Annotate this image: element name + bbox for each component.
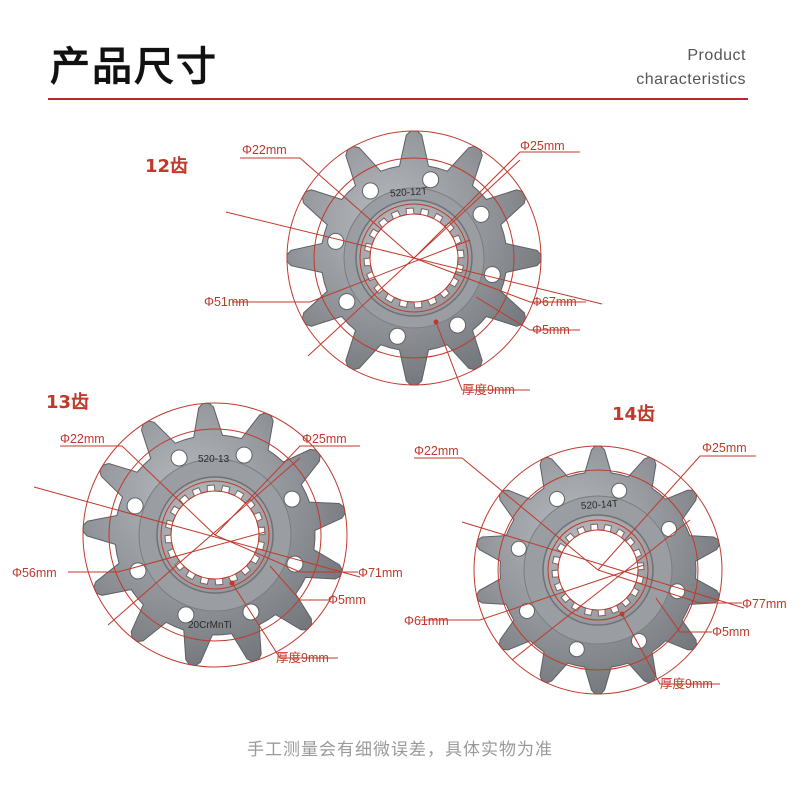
sprocket-12-bolt-holes <box>327 171 501 345</box>
dim-spline-13: Φ25mm <box>302 432 347 446</box>
dim-spline-14: Φ25mm <box>702 441 747 455</box>
dim-circle-bolt-13 <box>108 428 322 642</box>
leader-lines-14 <box>414 455 756 685</box>
dim-thickness-13: 厚度9mm <box>276 650 329 665</box>
teeth-label-12: 12齿 <box>145 155 188 177</box>
dim-circle-inner-12 <box>369 213 459 303</box>
subtitle-line-1: Product <box>687 47 746 64</box>
dim-circle-outer-13 <box>82 402 348 668</box>
leader-lines-13 <box>33 445 361 659</box>
dim-circle-outer-12 <box>286 130 542 386</box>
bolt-hole <box>669 583 686 600</box>
dim-inner-12: Φ22mm <box>242 143 287 157</box>
teeth-label-13: 13齿 <box>46 391 89 413</box>
dim-circle-bolt-14 <box>497 469 699 671</box>
dim-spline-12: Φ25mm <box>520 139 565 153</box>
bolt-hole <box>327 232 345 250</box>
dim-inner-14: Φ22mm <box>414 444 459 458</box>
bolt-hole <box>483 266 501 284</box>
dim-outer-13: Φ71mm <box>358 566 403 580</box>
bolt-hole <box>449 316 467 334</box>
dim-circle-outer-14 <box>473 445 723 695</box>
bolt-hole <box>235 446 253 464</box>
teeth-label-14: 14齿 <box>612 403 655 425</box>
bolt-hole <box>510 540 527 557</box>
sprocket-12-stamp: 520-12T <box>390 186 428 200</box>
thickness-marker-14 <box>619 611 625 617</box>
sprocket-13-material: 20CrMnTi <box>188 620 232 631</box>
dim-thickness-14: 厚度9mm <box>660 676 713 691</box>
bolt-hole <box>170 449 188 467</box>
sprocket-14-stamp: 520-14T <box>581 499 619 513</box>
sprocket-13-bolt-holes <box>126 446 304 624</box>
thickness-marker-12 <box>433 319 439 325</box>
dim-hole-14: Φ5mm <box>712 625 750 639</box>
bolt-hole <box>388 327 406 345</box>
bolt-hole <box>338 293 356 311</box>
bolt-hole <box>549 491 565 507</box>
dim-circle-spline-14 <box>547 519 649 621</box>
bolt-hole <box>631 633 647 649</box>
sprocket-13-stamp: 520-13 <box>198 454 230 465</box>
bolt-hole <box>611 482 628 499</box>
dim-circle-inner-13 <box>170 490 260 580</box>
sprocket-12: 12齿 520-12T Φ22mm Φ25mm Φ51mm Φ67mm Φ5mm… <box>145 130 603 397</box>
dim-bolt-12: Φ51mm <box>204 295 249 309</box>
dim-outer-12: Φ67mm <box>532 295 577 309</box>
sprocket-13: 13齿 520-13 20CrMnTi Φ22mm Φ25mm Φ56mm Φ7… <box>12 391 403 668</box>
bolt-hole <box>472 205 490 223</box>
sprocket-14: 14齿 520-14T Φ22mm Φ25mm Φ61mm Φ77mm Φ5mm… <box>404 403 787 695</box>
bolt-hole <box>129 562 147 580</box>
dim-circle-bolt-12 <box>313 157 515 359</box>
sprocket-14-bolt-holes <box>510 482 686 658</box>
bolt-hole <box>568 641 585 658</box>
subtitle-line-2: characteristics <box>636 71 746 88</box>
page-subtitle: Product characteristics <box>636 44 746 92</box>
leader-lines-12 <box>225 151 603 391</box>
dim-circle-inner-14 <box>557 529 639 611</box>
thickness-marker-13 <box>229 580 235 586</box>
bolt-hole <box>126 497 144 515</box>
dim-thickness-12: 厚度9mm <box>462 382 515 397</box>
bolt-hole <box>283 490 301 508</box>
dim-hole-12: Φ5mm <box>532 323 570 337</box>
bolt-hole <box>361 182 379 200</box>
measurement-disclaimer: 手工测量会有细微误差，具体实物为准 <box>247 740 553 760</box>
bolt-hole <box>422 171 440 189</box>
dim-bolt-14: Φ61mm <box>404 614 449 628</box>
dim-circle-spline-13 <box>160 480 270 590</box>
bolt-hole <box>661 521 677 537</box>
bolt-hole <box>177 606 195 624</box>
dim-outer-14: Φ77mm <box>742 597 787 611</box>
dim-hole-13: Φ5mm <box>328 593 366 607</box>
dim-inner-13: Φ22mm <box>60 432 105 446</box>
header-divider <box>48 98 748 100</box>
dim-bolt-13: Φ56mm <box>12 566 57 580</box>
dim-circle-spline-12 <box>359 203 469 313</box>
bolt-hole <box>519 603 535 619</box>
page-title: 产品尺寸 <box>50 44 218 90</box>
